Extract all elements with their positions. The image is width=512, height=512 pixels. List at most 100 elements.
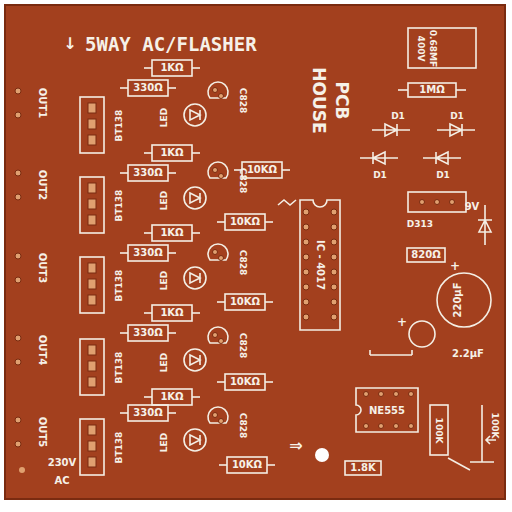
output-label: OUT5	[37, 417, 47, 447]
resistor-value: 1KΩ	[160, 148, 183, 158]
resistor-symbol	[407, 248, 445, 262]
output-label: OUT3	[37, 253, 47, 283]
channel-artwork	[80, 389, 275, 475]
resistor-symbol	[152, 60, 192, 76]
part-name: C828	[239, 167, 248, 192]
channel-artwork	[80, 305, 273, 395]
resistor-symbol	[242, 162, 282, 178]
transistor-outline	[208, 327, 228, 343]
resistor-symbol	[128, 80, 168, 96]
part-name: BT138	[115, 189, 124, 221]
part-name: D1	[436, 171, 450, 180]
led-symbol	[184, 187, 206, 209]
part-name: D313	[407, 220, 433, 229]
triac-outline	[80, 97, 104, 153]
copper-pads	[15, 88, 455, 468]
transistor-outline	[208, 162, 228, 178]
brand-text: HOUSE	[310, 67, 327, 133]
board-title: 5WAY AC/FLASHER	[85, 35, 257, 54]
resistor-value: 1.8K	[350, 463, 375, 473]
part-name: D1	[373, 171, 387, 180]
resistor-value: 1KΩ	[160, 308, 183, 318]
triac-outline	[80, 257, 104, 313]
resistor-value: 10KΩ	[230, 377, 260, 387]
resistor-value: 10KΩ	[247, 165, 277, 175]
channel-artwork	[80, 60, 290, 178]
transistor-outline	[208, 407, 228, 423]
pcb-board	[5, 5, 505, 499]
output-label: OUT2	[37, 170, 47, 200]
channel-artwork	[80, 145, 273, 233]
capacitor-value: 2.2μF	[452, 349, 484, 359]
part-name: LED	[160, 352, 169, 371]
led-symbol	[184, 429, 206, 451]
supply-label: AC	[54, 476, 69, 486]
resistor-symbol	[408, 83, 456, 97]
resistor-symbol	[225, 374, 265, 390]
resistor-value: 330Ω	[133, 248, 162, 258]
ic-name: IC - 4017	[315, 240, 325, 290]
triac-outline	[80, 339, 104, 395]
resistor-value: 330Ω	[133, 83, 162, 93]
electrolytic-capacitor	[437, 273, 491, 327]
resistor-symbol	[128, 165, 168, 181]
resistor-symbol	[128, 405, 168, 421]
capacitor-value: 220μF	[453, 282, 463, 317]
resistor-symbol	[128, 245, 168, 261]
film-capacitor	[408, 28, 476, 68]
resistor-symbol	[430, 405, 448, 455]
resistor-value: 330Ω	[133, 408, 162, 418]
resistor-symbol	[152, 389, 192, 405]
triac-outline	[80, 419, 104, 475]
part-name: LED	[160, 270, 169, 289]
resistor-value: 10KΩ	[232, 460, 262, 470]
brand-text: PCB	[334, 81, 351, 119]
part-name: BT138	[115, 109, 124, 141]
polarity-mark: +	[397, 316, 407, 328]
resistor-symbol	[128, 325, 168, 341]
resistor-value: 100K	[434, 417, 443, 443]
part-name: D1	[450, 112, 464, 121]
arrow-mark: ↓	[63, 36, 76, 52]
part-name: C828	[239, 87, 248, 112]
part-name: C828	[239, 249, 248, 274]
resistor-value: 330Ω	[133, 328, 162, 338]
part-name: BT138	[115, 269, 124, 301]
resistor-value: 10KΩ	[230, 217, 260, 227]
silkscreen	[80, 28, 496, 475]
resistor-value: 10KΩ	[230, 297, 260, 307]
capacitor-value: 0.68MF	[429, 29, 438, 66]
transistor-outline	[208, 82, 228, 98]
supply-label: 230V	[48, 458, 77, 468]
ic-outline	[356, 388, 418, 432]
part-name: LED	[160, 107, 169, 126]
resistor-value: 1KΩ	[160, 392, 183, 402]
channel-artwork	[80, 225, 273, 313]
diode-symbol	[360, 124, 475, 164]
part-name: C828	[239, 332, 248, 357]
led-symbol	[184, 349, 206, 371]
part-name: LED	[160, 190, 169, 209]
zener-value: 9V	[465, 202, 480, 212]
resistor-symbol	[225, 294, 265, 310]
part-name: LED	[160, 432, 169, 451]
capacitor-symbol	[409, 321, 435, 347]
capacitor-value: 400V	[416, 35, 425, 61]
output-label: OUT1	[37, 88, 47, 118]
resistor-symbol	[227, 457, 267, 473]
triac-outline	[80, 177, 104, 233]
mounting-hole	[315, 448, 329, 462]
polarity-mark: +	[450, 260, 460, 272]
resistor-symbol	[345, 461, 381, 475]
resistor-value: 820Ω	[411, 250, 440, 260]
resistor-value: 100K	[490, 412, 499, 438]
ac-pad	[19, 467, 25, 473]
transistor-outline	[408, 192, 466, 212]
part-name: BT138	[115, 351, 124, 383]
arrow-mark: ⇒	[289, 438, 302, 454]
resistor-symbol	[152, 145, 192, 161]
ic-name: NE555	[369, 406, 405, 416]
transistor-outline	[208, 244, 228, 260]
zener-symbol	[478, 205, 492, 245]
resistor-value: 330Ω	[133, 168, 162, 178]
